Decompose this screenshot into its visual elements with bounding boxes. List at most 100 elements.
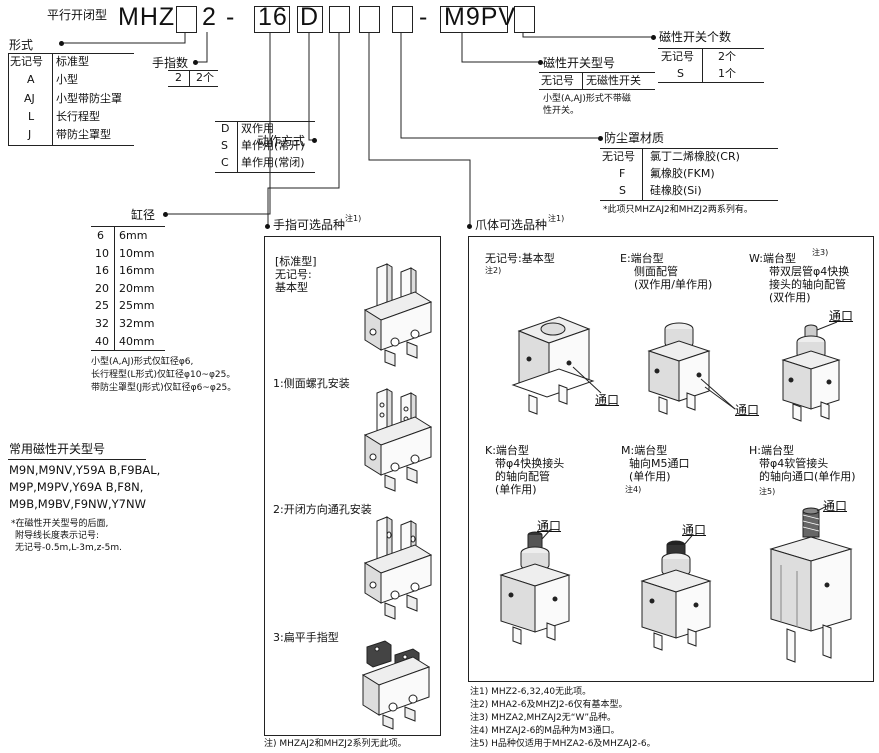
gripper-basic-image [363, 263, 433, 367]
jaw-options-title: 爪体可选品种 [475, 218, 548, 232]
jaw-k-line-4: (单作用) [495, 483, 537, 496]
form-row-2-name: 小型带防尘罩 [56, 92, 122, 105]
jaw-basic-note: 注2) [485, 266, 502, 275]
form-row-1-code: A [27, 73, 35, 86]
form-row-0-name: 标准型 [56, 55, 89, 68]
boot-dot [598, 136, 603, 141]
finger-options-panel: [标准型] 无记号: 基本型 1:侧面螺孔安装 2:开闭方向通孔安装 3:扁平手… [264, 236, 441, 736]
finger-option-standard-name: 基本型 [275, 281, 308, 294]
type-label: 平行开闭型 [47, 8, 108, 22]
fingers-dot [193, 60, 198, 65]
switch-count-row-0-code: 无记号 [661, 50, 694, 63]
switch-count-dot [651, 35, 656, 40]
jaw-k-line-2: 带φ4快换接头 [495, 457, 565, 470]
boot-row-0-code: 无记号 [602, 150, 635, 163]
bore-row-2-name: 16mm [119, 264, 155, 277]
boot-code-box [392, 6, 413, 33]
jaw-k-line-3: 的轴向配管 [495, 470, 550, 483]
finger-option-standard-code: 无记号: [275, 268, 312, 281]
jaw-note-4: 注4) MHZAJ2-6的M品种为M3通口。 [470, 726, 620, 736]
jaw-w-line-4: (双作用) [769, 291, 811, 304]
code-dash-2: - [419, 3, 429, 31]
bore-row-4-name: 25mm [119, 299, 155, 312]
boot-title: 防尘罩材质 [604, 131, 665, 145]
bore-row-0-name: 6mm [119, 229, 148, 242]
form-row-3-code: L [28, 110, 35, 123]
common-switch-line-1: M9P,M9PV,Y69A B,F8N, [9, 480, 144, 494]
bore-note-0: 小型(A,AJ)形式仅缸径φ6, [91, 357, 194, 367]
jaw-h-port-label: 通口 [823, 499, 848, 513]
finger-option-2: 2:开闭方向通孔安装 [273, 503, 372, 516]
switch-model-row-0-code: 无记号 [541, 74, 574, 87]
form-row-4-name: 带防尘罩型 [56, 128, 111, 141]
bore-row-6-code: 40 [95, 335, 109, 348]
jaw-basic-image [511, 316, 602, 415]
jaw-k-port-label: 通口 [537, 519, 562, 533]
jaw-m-note: 注4) [625, 485, 642, 494]
finger-options-footnote: 注) MHZAJ2和MHZJ2系列无此项。 [264, 739, 407, 749]
bore-note-1: 长行程型(L形式)仅缸径φ10~φ25。 [91, 370, 236, 380]
jaw-options-sup: 注1) [548, 214, 565, 223]
action-row-0-name: 双作用 [241, 122, 274, 135]
jaw-w-sup: 注3) [812, 248, 829, 257]
jaw-e-line-3: (双作用/单作用) [634, 278, 713, 291]
switch-code-box [440, 6, 508, 33]
fingers-title: 手指数 [152, 56, 189, 70]
jaw-k-image [499, 528, 571, 645]
jaw-e-line-1: E:端台型 [620, 252, 664, 265]
common-switch-note-1: 附导线长度表示记号: [15, 531, 100, 541]
jaw-e-port-label: 通口 [735, 403, 760, 417]
jaw-w-port-label: 通口 [829, 309, 854, 323]
jaw-basic-port-label: 通口 [595, 393, 620, 407]
switch-count-row-0-name: 2个 [718, 50, 736, 63]
switch-model-title: 磁性开关型号 [543, 56, 616, 70]
bore-row-3-name: 20mm [119, 282, 155, 295]
action-row-1-code: S [221, 139, 228, 152]
jaw-w-line-2: 带双层管φ4快换 [769, 265, 850, 278]
finger-options-dot [265, 224, 270, 229]
jaw-m-line-2: 轴向M5通口 [629, 457, 690, 470]
form-row-1-name: 小型 [56, 73, 78, 86]
action-row-0-code: D [221, 122, 230, 135]
bore-title: 缸径 [131, 208, 156, 222]
boot-row-1-name: 氟橡胶(FKM) [650, 167, 715, 180]
switch-model-dot [538, 60, 543, 65]
form-row-3-name: 长行程型 [56, 110, 100, 123]
form-row-0-code: 无记号 [10, 55, 43, 68]
jaw-note-5: 注5) H品种仅适用于MHZA2-6及MHZAJ2-6。 [470, 739, 656, 749]
bore-row-2-code: 16 [95, 264, 109, 277]
jaw-h-image [769, 505, 853, 663]
jaw-h-line-1: H:端台型 [749, 444, 794, 457]
form-row-4-code: J [28, 128, 32, 141]
finger-option-3: 3:扁平手指型 [273, 631, 339, 644]
boot-row-0-name: 氯丁二烯橡胶(CR) [650, 150, 740, 163]
action-code: D [300, 3, 320, 31]
jaw-basic-label: 无记号:基本型 [485, 252, 555, 265]
finger-option-standard-label: [标准型] [275, 255, 317, 268]
bore-row-5-name: 32mm [119, 317, 155, 330]
action-dot [312, 138, 317, 143]
bore-dot [163, 212, 168, 217]
bore-row-3-code: 20 [95, 282, 109, 295]
action-row-2-name: 单作用(常闭) [241, 156, 305, 169]
code-dash-1: - [226, 3, 236, 31]
form-row-2-code: AJ [24, 92, 35, 105]
bore-row-4-code: 25 [95, 299, 109, 312]
common-switch-title: 常用磁性开关型号 [9, 442, 106, 456]
jaw-m-line-3: (单作用) [629, 470, 671, 483]
jaw-w-line-1: W:端台型 [749, 252, 796, 265]
action-row-2-code: C [221, 156, 229, 169]
fingers-code: 2 [202, 3, 217, 31]
jaw-m-line-1: M:端台型 [621, 444, 668, 457]
finger-option-1: 1:侧面螺孔安装 [273, 377, 350, 390]
gripper-flat-finger-image [361, 640, 431, 730]
form-title: 形式 [9, 38, 34, 52]
jaw-w-line-3: 接头的轴向配管 [769, 278, 846, 291]
jaw-e-line-2: 侧面配管 [634, 265, 678, 278]
switch-code: M9PV [444, 3, 517, 31]
common-switch-line-2: M9B,M9BV,F9NW,Y7NW [9, 497, 146, 511]
jaw-e-image [647, 322, 736, 415]
finger-options-sup: 注1) [345, 214, 362, 223]
bore-code: 16 [258, 3, 288, 31]
bore-note-2: 带防尘罩型(J形式)仅缸径φ6~φ25。 [91, 383, 237, 393]
